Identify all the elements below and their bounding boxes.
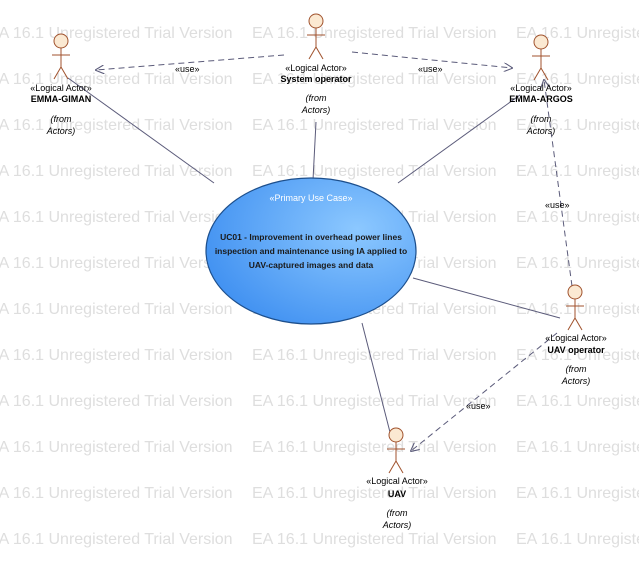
watermark-text: EA 16.1 Unregistered Trial Version — [0, 117, 233, 134]
association-uav[interactable] — [361, 322, 393, 441]
watermark-text: EA 16.1 Unregistered Trial Version — [516, 255, 639, 272]
watermark-text: EA 16.1 Unregistered Trial Version — [0, 163, 233, 180]
watermark-text: EA 16.1 Unregistered Trial Version — [516, 485, 639, 502]
watermark-text: EA 16.1 Unregistered Trial Version — [252, 531, 497, 548]
actor-stereotype: «Logical Actor» — [545, 333, 607, 343]
actor-figure-icon[interactable] — [52, 33, 70, 80]
actor-name: UAV operator — [547, 345, 605, 355]
watermark-text: EA 16.1 Unregistered Trial Version — [516, 439, 639, 456]
use-sysop-to-giman[interactable] — [96, 54, 285, 70]
watermark-text: EA 16.1 Unregistered Trial Version — [516, 209, 639, 226]
actor-emma-argos[interactable]: «Logical Actor» EMMA-ARGOS (from Actors) — [509, 34, 573, 136]
watermark-text: EA 16.1 Unregistered Trial Version — [252, 71, 497, 88]
watermark-text: EA 16.1 Unregistered Trial Version — [0, 71, 233, 88]
watermark-text: EA 16.1 Unregistered Trial Version — [516, 117, 639, 134]
watermark-text: EA 16.1 Unregistered Trial Version — [516, 531, 639, 548]
watermark-text: EA 16.1 Unregistered Trial Version — [516, 347, 639, 364]
use-label-giman: «use» — [175, 64, 200, 74]
actor-stereotype: «Logical Actor» — [366, 476, 428, 486]
association-emma-argos[interactable] — [397, 94, 521, 184]
actor-figure-icon[interactable] — [532, 34, 550, 81]
watermark-text: EA 16.1 Unregistered Trial Version — [516, 301, 639, 318]
watermark-text: EA 16.1 Unregistered Trial Version — [0, 485, 233, 502]
actor-stereotype: «Logical Actor» — [285, 63, 347, 73]
actor-uav-operator[interactable]: «Logical Actor» UAV operator (from Actor… — [545, 284, 607, 386]
primary-use-case[interactable]: «Primary Use Case» UC01 - Improvement in… — [205, 177, 417, 325]
actor-emma-giman[interactable]: «Logical Actor» EMMA-GIMAN (from Actors) — [30, 33, 92, 136]
actor-stereotype: «Logical Actor» — [510, 83, 572, 93]
actor-from-line-1: (from — [306, 93, 328, 103]
actor-from-line-2: Actors) — [526, 126, 556, 136]
actor-stereotype: «Logical Actor» — [30, 83, 92, 93]
associations — [67, 77, 561, 441]
watermark-text: EA 16.1 Unregistered Trial Version — [252, 439, 497, 456]
actor-from-line-1: (from — [387, 508, 409, 518]
use-case-title-line-3: UAV-captured images and data — [249, 260, 374, 270]
actor-from-line-1: (from — [531, 114, 553, 124]
use-case-ellipse[interactable] — [205, 177, 417, 325]
watermark-text: EA 16.1 Unregistered Trial Version — [0, 531, 233, 548]
actor-figure-icon[interactable] — [307, 13, 325, 60]
actor-name: EMMA-ARGOS — [509, 94, 573, 104]
dependencies: «use» «use» «use» «use» — [96, 51, 573, 451]
watermark-text: EA 16.1 Unregistered Trial Version — [0, 209, 233, 226]
watermark-text: EA 16.1 Unregistered Trial Version — [0, 393, 233, 410]
use-label-uav: «use» — [466, 401, 491, 411]
actor-uav[interactable]: «Logical Actor» UAV (from Actors) — [366, 427, 428, 530]
actor-name: System operator — [280, 74, 352, 84]
actor-from-line-2: Actors) — [46, 126, 76, 136]
watermark-text: EA 16.1 Unregistered Trial Version — [252, 347, 497, 364]
actor-from-line-1: (from — [566, 364, 588, 374]
actor-from-line-2: Actors) — [382, 520, 412, 530]
watermark-text: EA 16.1 Unregistered Trial Version — [516, 163, 639, 180]
actor-name: UAV — [388, 489, 406, 499]
use-label-uavop-argos: «use» — [545, 200, 570, 210]
use-case-title-line-2: inspection and maintenance using IA appl… — [215, 246, 407, 256]
watermark-text: EA 16.1 Unregistered Trial Version — [252, 117, 497, 134]
actor-system-operator[interactable]: «Logical Actor» System operator (from Ac… — [280, 13, 352, 115]
actor-figure-icon[interactable] — [387, 427, 405, 474]
use-case-stereotype: «Primary Use Case» — [269, 193, 352, 203]
use-label-argos: «use» — [418, 64, 443, 74]
actor-from-line-1: (from — [51, 114, 73, 124]
watermark-text: EA 16.1 Unregistered Trial Version — [516, 393, 639, 410]
watermark-text: EA 16.1 Unregistered Trial Version — [252, 25, 497, 42]
actor-figure-icon[interactable] — [566, 284, 584, 331]
use-uavop-to-uav[interactable] — [411, 332, 558, 451]
actor-from-line-2: Actors) — [301, 105, 331, 115]
use-sysop-to-argos[interactable] — [351, 51, 512, 68]
watermark-text: EA 16.1 Unregistered Trial Version — [0, 347, 233, 364]
actor-name: EMMA-GIMAN — [31, 94, 92, 104]
use-uavop-to-argos[interactable] — [544, 80, 573, 287]
use-case-title-line-1: UC01 - Improvement in overhead power lin… — [220, 232, 402, 242]
association-emma-giman[interactable] — [67, 77, 215, 184]
association-uav-operator[interactable] — [412, 277, 561, 319]
association-system-operator[interactable] — [312, 121, 317, 181]
watermark-text: EA 16.1 Unregistered Trial Version — [0, 301, 233, 318]
watermark-text: EA 16.1 Unregistered Trial Version — [0, 439, 233, 456]
watermark-text: EA 16.1 Unregistered Trial Version — [252, 393, 497, 410]
watermark-text: EA 16.1 Unregistered Trial Version — [0, 255, 233, 272]
watermark-text: EA 16.1 Unregistered Trial Version — [252, 485, 497, 502]
actor-from-line-2: Actors) — [561, 376, 591, 386]
